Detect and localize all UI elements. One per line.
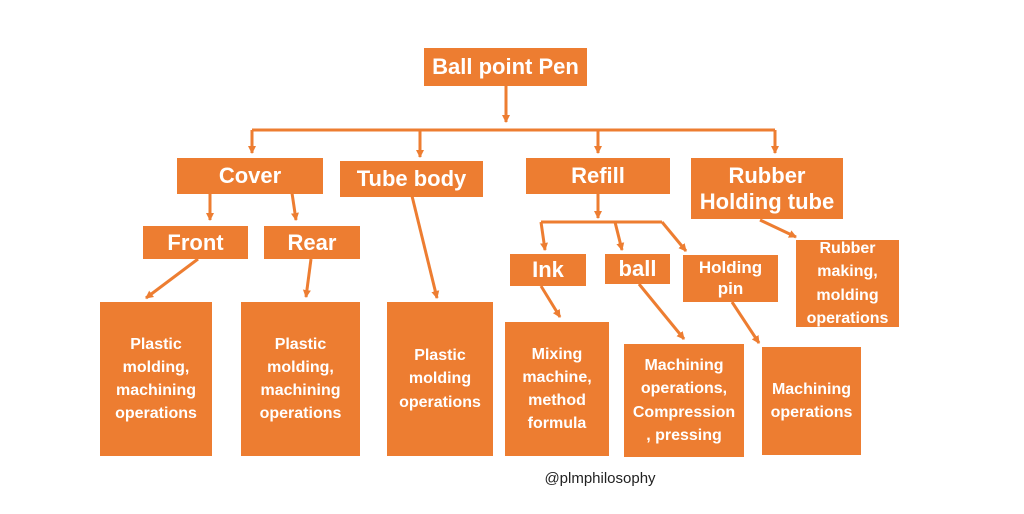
connector-tube-ops <box>410 195 440 299</box>
node-ink-operations: Mixing machine, method formula <box>505 322 609 456</box>
connector-pin-ops <box>730 301 761 344</box>
node-ball-operations: Machining operations, Compression , pres… <box>624 344 744 457</box>
node-rubber-operations: Rubber making, molding operations <box>796 240 899 327</box>
connector-ball-ops <box>637 283 686 340</box>
node-ball-point-pen: Ball point Pen <box>424 48 587 86</box>
node-holding-pin: Holding pin <box>683 255 778 302</box>
node-tube-operations: Plastic molding operations <box>387 302 493 456</box>
node-front: Front <box>143 226 248 259</box>
node-ball: ball <box>605 254 670 284</box>
watermark-handle: @plmphilosophy <box>544 470 656 487</box>
node-tube-body: Tube body <box>340 161 483 197</box>
node-cover: Cover <box>177 158 323 194</box>
connector-rear-ops <box>302 258 313 298</box>
connector-to-rear <box>290 192 299 221</box>
node-ink: Ink <box>510 254 586 286</box>
node-rubber-holding-tube: Rubber Holding tube <box>691 158 843 219</box>
connector-front-ops <box>145 257 199 300</box>
connector-to-ink <box>539 221 548 251</box>
connector-rubber-ops <box>759 218 797 239</box>
connector-to-ball <box>613 221 625 251</box>
node-refill: Refill <box>526 158 670 194</box>
node-pin-operations: Machining operations <box>762 347 861 455</box>
node-front-operations: Plastic molding, machining operations <box>100 302 212 456</box>
connector-ink-ops <box>539 285 562 318</box>
node-rear: Rear <box>264 226 360 259</box>
connector-to-holding-pin <box>660 221 688 252</box>
node-rear-operations: Plastic molding, machining operations <box>241 302 360 456</box>
